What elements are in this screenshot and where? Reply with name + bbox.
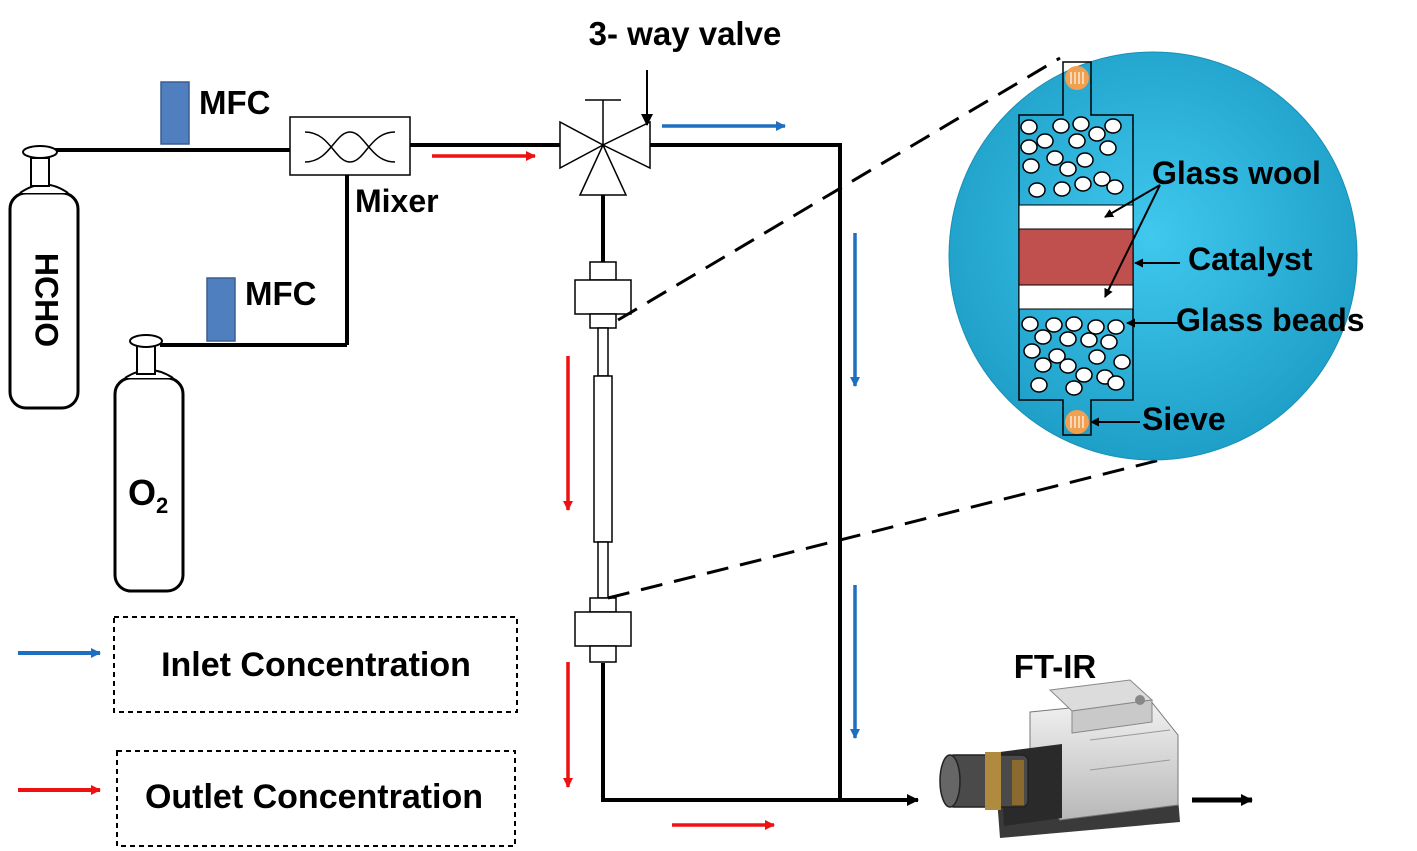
sieve-label: Sieve [1142, 401, 1226, 437]
mixer-label: Mixer [355, 183, 439, 219]
zoom-circle: Glass wool Catalyst Glass beads Sieve [948, 51, 1365, 461]
glass-wool-label: Glass wool [1152, 155, 1321, 191]
hcho-cylinder: HCHO [8, 145, 80, 410]
mfc-bottom-label: MFC [245, 275, 316, 312]
o2-label: O [128, 472, 156, 513]
mfc-top [160, 81, 190, 145]
glass-wool-bottom [1018, 284, 1134, 310]
three-way-valve [559, 99, 651, 196]
svg-text:O2: O2 [128, 472, 168, 518]
o2-subscript: 2 [156, 493, 168, 518]
valve-label: 3- way valve [589, 15, 782, 52]
gas-lines [52, 143, 919, 806]
mixer [289, 116, 411, 176]
catalyst-label: Catalyst [1188, 241, 1313, 277]
mfc-top-label: MFC [199, 84, 270, 121]
sieve-top [1065, 66, 1089, 90]
glass-beads-label: Glass beads [1176, 302, 1365, 338]
legend-outlet-box [116, 750, 516, 847]
legend-outlet-text: Outlet Concentration [145, 778, 483, 816]
sieve-bottom [1065, 410, 1089, 434]
glass-beads-bottom [1021, 316, 1131, 396]
hcho-label: HCHO [29, 253, 65, 347]
ftir-label: FT-IR [1014, 648, 1097, 685]
outlet-flow-arrows [432, 151, 775, 830]
legend-inlet-text: Inlet Concentration [161, 646, 471, 684]
legend-inlet-box [113, 616, 518, 713]
o2-cylinder: O2 [113, 334, 185, 593]
inlet-flow-arrows [662, 121, 860, 739]
ftir-instrument [939, 679, 1180, 838]
glass-wool-top [1018, 204, 1134, 230]
glass-beads-top [1020, 116, 1124, 198]
catalyst-bed [1018, 228, 1134, 286]
legend: Inlet Concentration Outlet Concentration [18, 616, 518, 847]
zoom-lines [607, 56, 1161, 600]
reactor-column [574, 261, 632, 663]
mfc-bottom [206, 277, 236, 342]
